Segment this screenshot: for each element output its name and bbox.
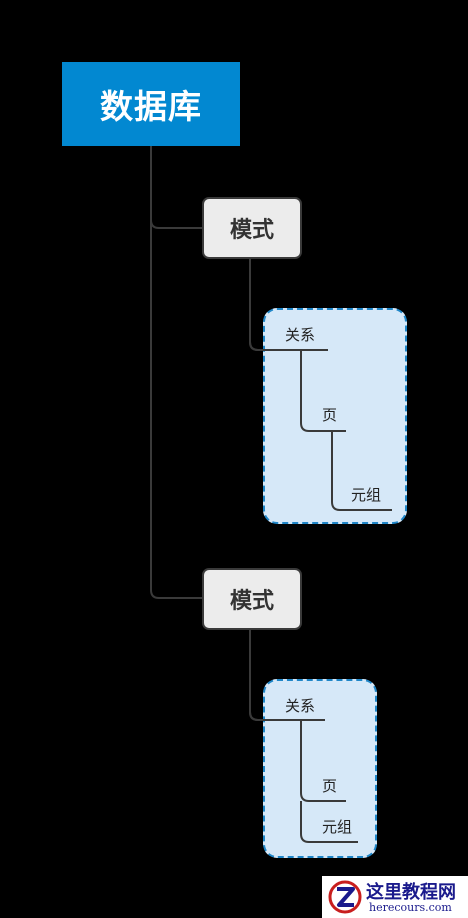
schema-node-label: 模式	[229, 218, 274, 243]
page-label-2[interactable]: 页	[322, 777, 338, 795]
page-label-1[interactable]: 页	[322, 406, 338, 424]
root-node-label: 数据库	[100, 87, 202, 126]
relation-label-1[interactable]: 关系	[285, 326, 316, 344]
schema-node-2[interactable]: 模式	[202, 568, 302, 630]
watermark-title: 这里教程网	[366, 882, 456, 903]
schema-node-1[interactable]: 模式	[202, 197, 302, 259]
relation-label-2[interactable]: 关系	[285, 697, 316, 715]
connector-root-to-schema-2	[150, 146, 203, 599]
root-node-database[interactable]: 数据库	[62, 62, 240, 146]
z-logo-icon	[328, 880, 362, 914]
group-box-schema-2	[263, 679, 377, 858]
tuple-label-2[interactable]: 元组	[322, 818, 353, 836]
tuple-label-1[interactable]: 元组	[351, 486, 382, 504]
group-box-schema-1	[263, 308, 407, 524]
watermark-url: herecours.com	[369, 901, 452, 914]
connector-root-to-schema-1	[150, 219, 203, 229]
watermark: 这里教程网 herecours.com	[322, 876, 468, 918]
schema-node-label: 模式	[229, 589, 274, 614]
